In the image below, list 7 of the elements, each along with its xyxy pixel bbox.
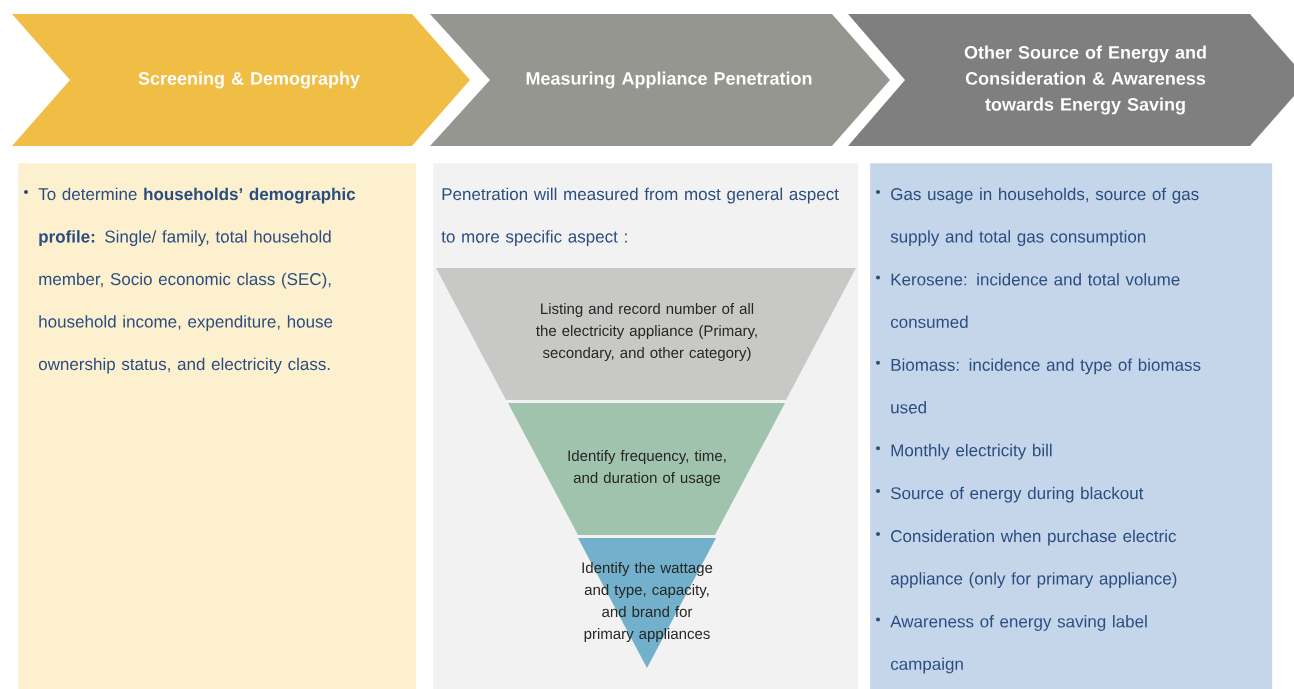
step-banner: Screening & Demography: [12, 14, 470, 146]
funnel-layer: Listing and record number of all the electricity appliance (Primary, secondary, and other category): [436, 268, 856, 400]
text-panel: To determine households’ demographic profile: Single/ family, total household member, Socio economic class (SEC), household income, expenditure, house ownership status, and electricity class.: [18, 163, 417, 689]
funnel-layer: Identify frequency, time, and duration of usage: [508, 403, 785, 535]
text-panel: Gas usage in households, source of gas supply and total gas consumption Kerosene: incidence and total volume consumed Biomass: incidence and type of biomass used Monthly electricity bill Source of energy during blackout Consideration when purchase electric appliance (only for primary appliance) Awareness of energy saving label campaign: [870, 163, 1273, 689]
step-banner: Other Source of Energy and Consideration & Awareness towards Energy Saving: [848, 14, 1294, 146]
step-banner: Measuring Appliance Penetration: [430, 14, 890, 146]
